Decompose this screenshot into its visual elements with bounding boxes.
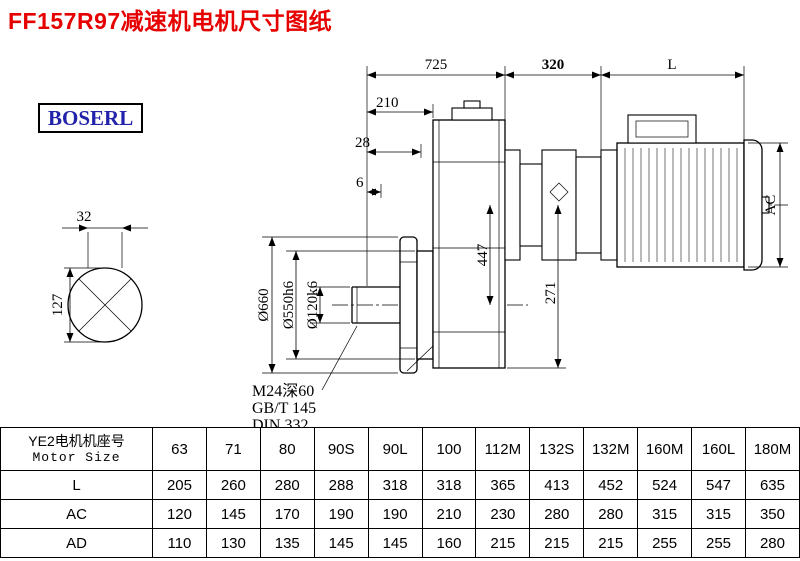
motor-body (616, 142, 745, 268)
dim-label-725: 725 (425, 57, 448, 73)
value-cell: 280 (744, 528, 800, 558)
size-header-cell: 132S (529, 427, 585, 471)
value-cell: 145 (367, 528, 423, 558)
dim-label-AC: AC (763, 195, 779, 216)
value-cell: 215 (475, 528, 531, 558)
output-flange (399, 236, 418, 374)
input-adapter (504, 149, 602, 261)
note-gbt: GB/T 145 (252, 400, 316, 417)
motor (600, 114, 770, 271)
value-cell: 135 (259, 528, 315, 558)
bell-housing (541, 149, 577, 261)
table-row-AD: AD 110 130 135 145 145 160 215 215 215 2… (0, 528, 800, 558)
value-cell: 110 (152, 528, 207, 558)
value-cell: 413 (529, 470, 585, 500)
value-cell: 190 (313, 499, 369, 529)
size-header-cell: 160M (637, 427, 693, 471)
dim-label-L: L (667, 57, 676, 73)
value-cell: 255 (637, 528, 693, 558)
motor-fins (624, 148, 738, 262)
brand-logo: BOSERL (38, 103, 144, 133)
value-cell: 315 (691, 499, 746, 529)
value-cell: 365 (475, 470, 531, 500)
size-header-cell: 71 (205, 427, 261, 471)
motor-size-label-en: Motor Size (32, 450, 121, 465)
table-row-AC: AC 120 145 170 190 190 210 230 280 280 3… (0, 499, 800, 529)
value-cell: 190 (367, 499, 423, 529)
value-cell: 635 (744, 470, 800, 500)
dim-label-6: 6 (356, 175, 364, 191)
value-cell: 315 (637, 499, 693, 529)
size-header-cell: 63 (152, 427, 207, 471)
value-cell: 210 (421, 499, 477, 529)
terminal-box (627, 114, 697, 144)
dim-label-210: 210 (376, 95, 399, 111)
value-cell: 215 (583, 528, 639, 558)
value-cell: 524 (637, 470, 693, 500)
value-cell: 547 (691, 470, 746, 500)
dim-label-550h6: Ø550h6 (281, 280, 297, 329)
dim-label-120k6: Ø120k6 (305, 280, 321, 329)
fan-shaft-stub (761, 196, 770, 214)
value-cell: 215 (529, 528, 585, 558)
row-label-cell: AC (0, 499, 153, 529)
value-cell: 350 (744, 499, 800, 529)
dim-label-447: 447 (475, 243, 491, 266)
value-cell: 280 (529, 499, 585, 529)
dim-label-320: 320 (542, 57, 565, 73)
oil-plug (463, 100, 481, 109)
value-cell: 130 (205, 528, 261, 558)
value-cell: 145 (313, 528, 369, 558)
thread-notes: M24深60 GB/T 145 DIN 332 (252, 325, 358, 434)
value-cell: 288 (313, 470, 369, 500)
value-cell: 170 (259, 499, 315, 529)
dim-label-660: Ø660 (256, 288, 272, 321)
size-header-cell: 80 (259, 427, 315, 471)
size-header-cell: 160L (691, 427, 746, 471)
value-cell: 160 (421, 528, 477, 558)
page-title: FF157R97减速机电机尺寸图纸 (8, 8, 333, 34)
value-cell: 318 (421, 470, 477, 500)
dim-label-32: 32 (77, 209, 92, 225)
value-cell: 280 (583, 499, 639, 529)
size-header-cell: 90S (313, 427, 369, 471)
value-cell: 145 (205, 499, 261, 529)
size-header-cell: 100 (421, 427, 477, 471)
size-header-cell: 90L (367, 427, 423, 471)
dim-label-271: 271 (543, 282, 559, 305)
value-cell: 120 (152, 499, 207, 529)
size-header-cell: 132M (583, 427, 639, 471)
flange-spigot (416, 250, 434, 360)
value-cell: 318 (367, 470, 423, 500)
fan-cowl (743, 139, 763, 271)
value-cell: 260 (205, 470, 261, 500)
row-label-cell: L (0, 470, 153, 500)
size-header-cell: 112M (475, 427, 531, 471)
motor-size-header-cell: YE2电机机座号 Motor Size (0, 427, 153, 471)
value-cell: 280 (259, 470, 315, 500)
shaft-end-view (67, 232, 143, 343)
motor-size-table: YE2电机机座号 Motor Size 63 71 80 90S 90L 100… (0, 427, 800, 558)
motor-flange (600, 149, 618, 261)
value-cell: 205 (152, 470, 207, 500)
table-header-row: YE2电机机座号 Motor Size 63 71 80 90S 90L 100… (0, 427, 800, 471)
dim-label-28: 28 (355, 135, 370, 151)
dim-label-127: 127 (50, 293, 66, 316)
housing-top-cap (451, 107, 493, 121)
motor-size-label-cn: YE2电机机座号 (28, 433, 125, 449)
value-cell: 452 (583, 470, 639, 500)
note-thread: M24深60 (252, 382, 314, 400)
row-label-cell: AD (0, 528, 153, 558)
value-cell: 255 (691, 528, 746, 558)
size-header-cell: 180M (744, 427, 800, 471)
table-row-L: L 205 260 280 288 318 318 365 413 452 52… (0, 470, 800, 500)
dimensions: 725 320 L 210 28 6 32 127 Ø660 Ø550h6 Ø1… (50, 57, 788, 374)
reducer-housing (432, 119, 506, 369)
value-cell: 230 (475, 499, 531, 529)
brand-diamond-icon (549, 182, 569, 202)
